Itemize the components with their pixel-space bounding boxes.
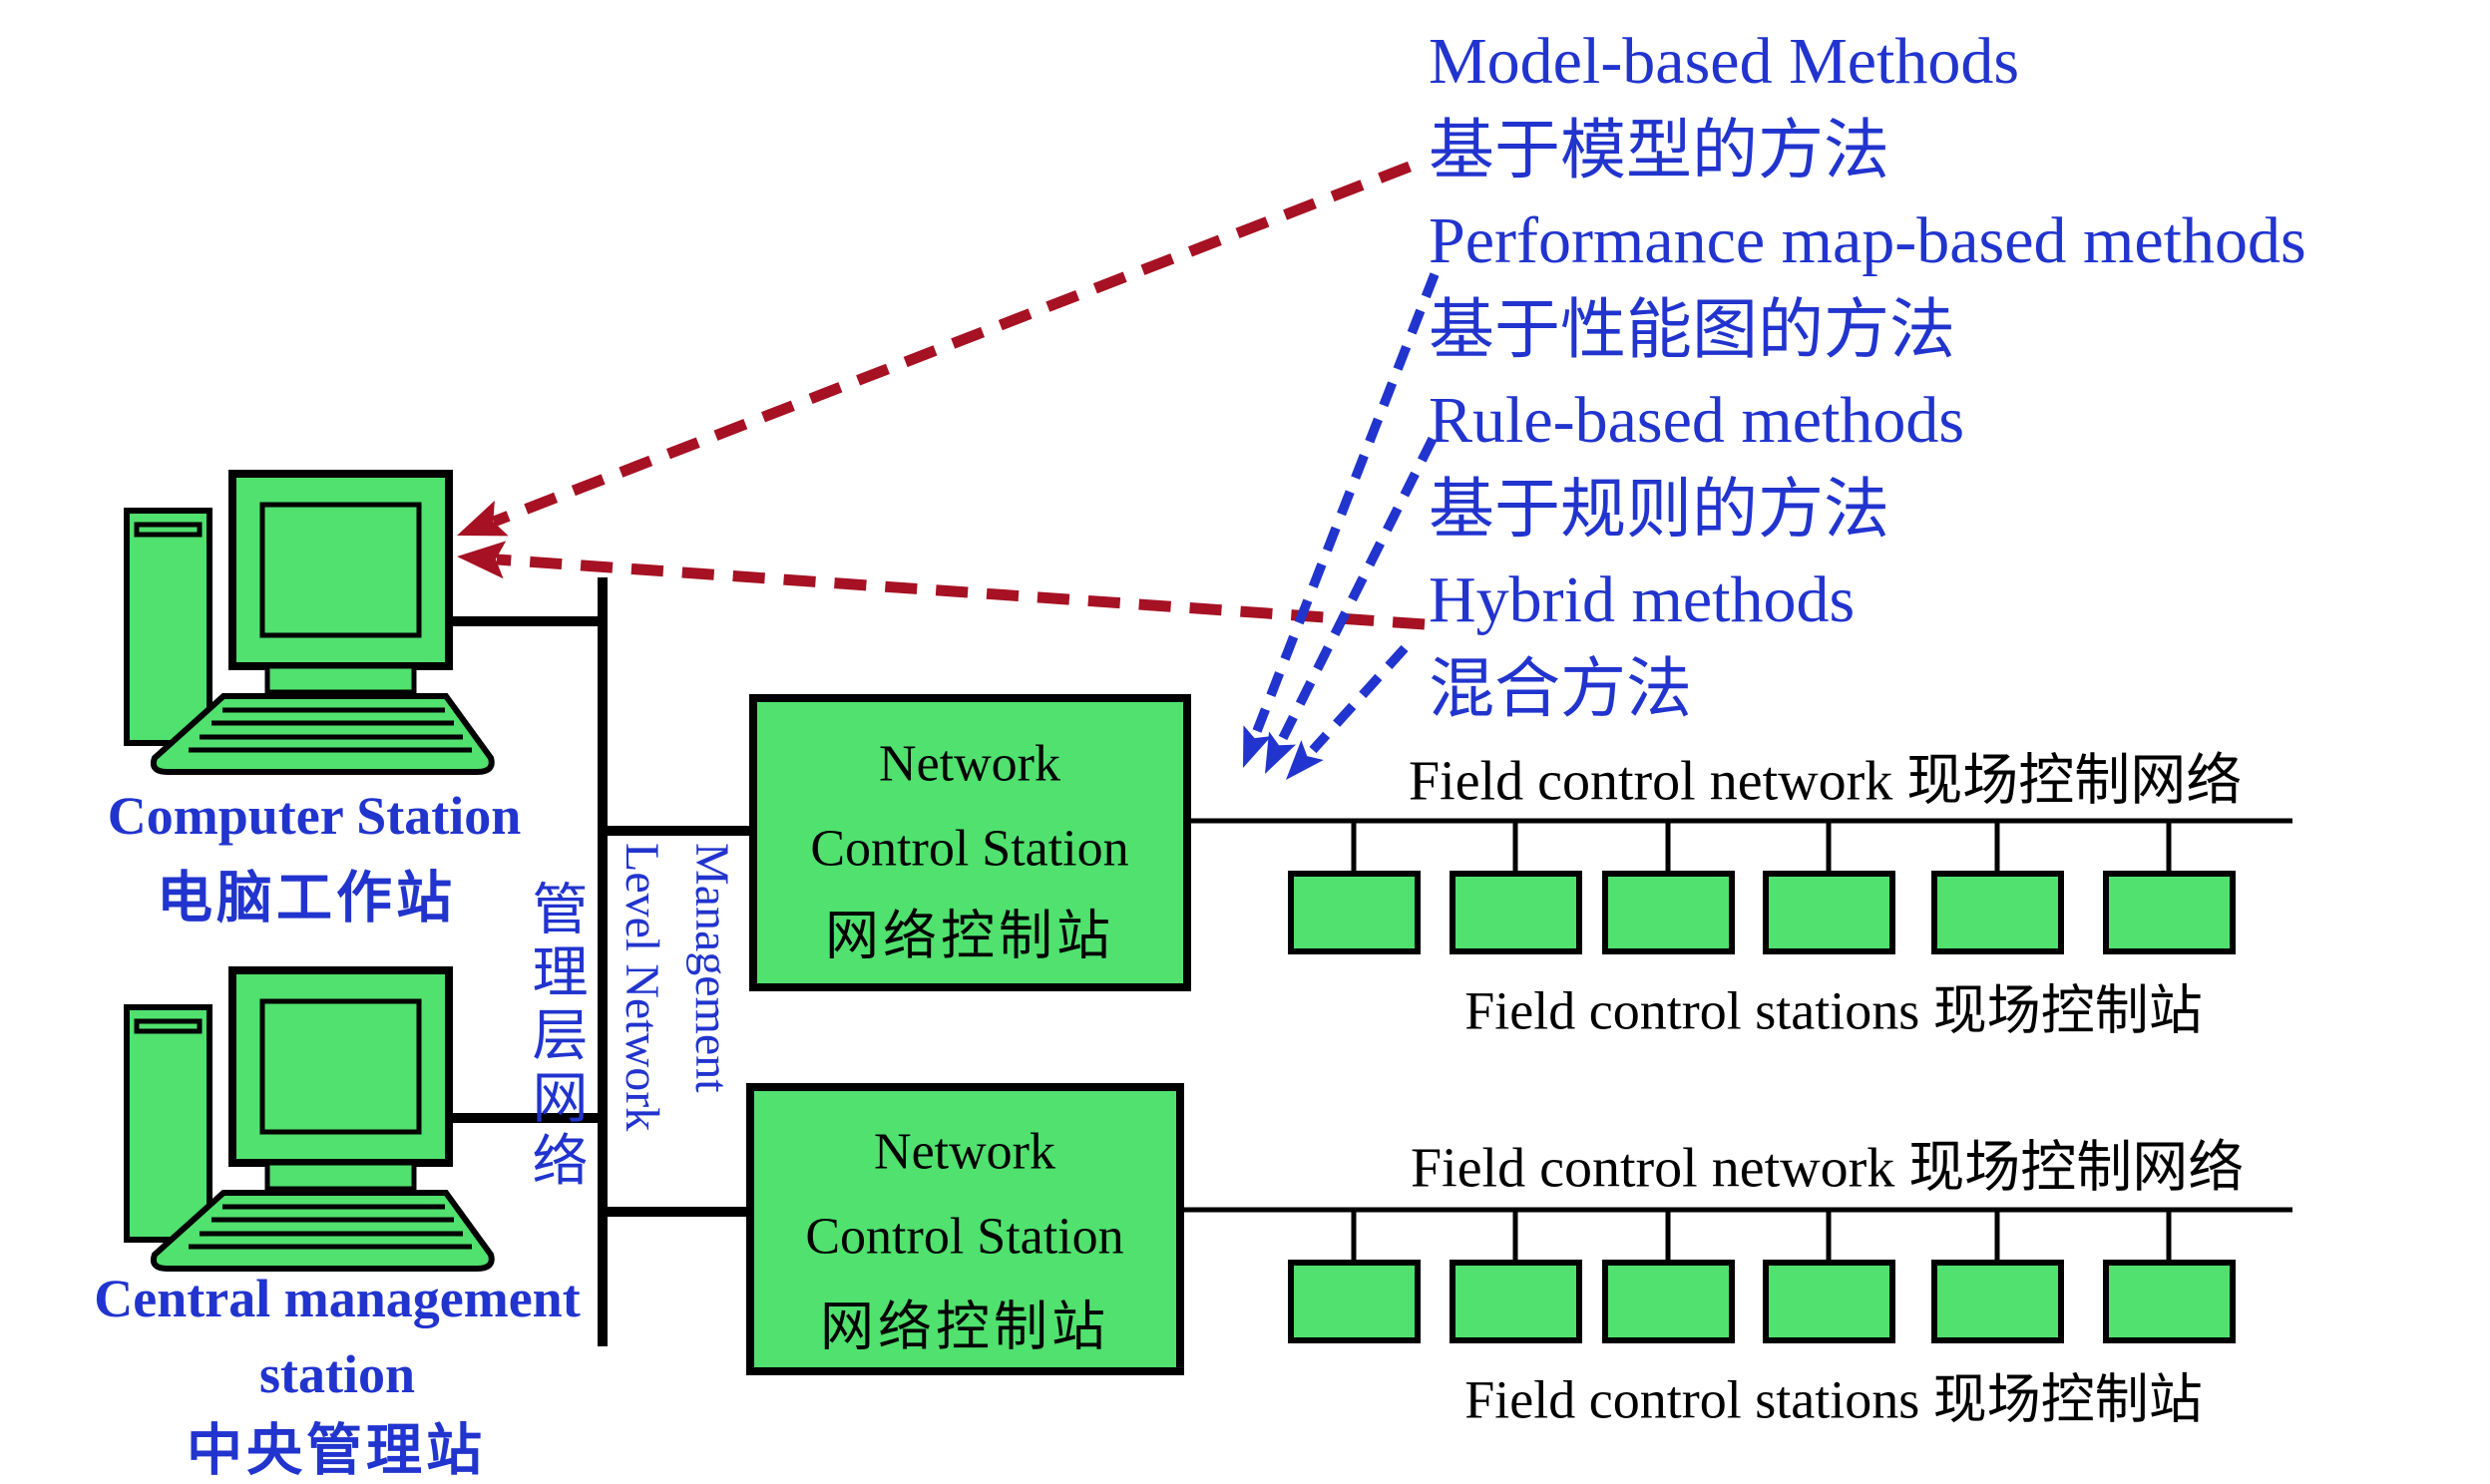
arrow-hybrid-methods-to-computer bbox=[457, 541, 1426, 630]
computer-station-label-en: Computer Station bbox=[107, 786, 522, 846]
field-station-box bbox=[1602, 871, 1735, 954]
monitor-stand bbox=[264, 663, 417, 695]
method-line-hybrid-zh: 混合方法 bbox=[1429, 653, 1692, 726]
ncs2-box bbox=[746, 1083, 1184, 1375]
management-network-label-zh: 管理层网络 bbox=[524, 880, 586, 1194]
field-station-box bbox=[1763, 1260, 1895, 1343]
ncs2-line2: Control Station bbox=[805, 1208, 1124, 1266]
arrowhead bbox=[1286, 740, 1324, 780]
field-network-title-row2: Field control network 现场控制网络 bbox=[1411, 1137, 2245, 1200]
keyboard bbox=[150, 693, 495, 775]
central-management-label-zh: 中央管理站 bbox=[187, 1420, 486, 1483]
management-network-label-en-line2: Level Network bbox=[616, 843, 668, 1132]
method-line-perf-map-zh: 基于性能图的方法 bbox=[1429, 294, 1955, 367]
arrowhead bbox=[457, 541, 507, 579]
field-network-row1 bbox=[1187, 818, 2292, 954]
ncs2-line3: 网络控制站 bbox=[820, 1297, 1109, 1357]
field-network-row2 bbox=[1180, 1207, 2292, 1343]
arrowhead bbox=[1265, 731, 1297, 774]
ncs2-line1: Network bbox=[874, 1123, 1055, 1181]
arrow-model-methods-to-computer bbox=[457, 161, 1412, 537]
field-station-box bbox=[2103, 1260, 2236, 1343]
screen bbox=[259, 502, 422, 638]
tower-slot bbox=[134, 522, 203, 538]
field-network-title-row1: Field control network 现场控制网络 bbox=[1409, 750, 2243, 813]
field-station-box bbox=[1931, 1260, 2064, 1343]
ncs1-line3: 网络控制站 bbox=[825, 906, 1114, 966]
method-line-perf-map-en: Performance map-based methods bbox=[1429, 204, 2306, 277]
management-network-label-en-line1: Management bbox=[685, 843, 738, 1093]
management-network-label-en: Management Level Network bbox=[607, 843, 746, 1131]
field-stations-label-row2: Field control stations 现场控制站 bbox=[1464, 1369, 2203, 1430]
field-station-box bbox=[1288, 1260, 1421, 1343]
arrow-rule-based-to-field-network bbox=[1265, 436, 1438, 774]
method-line-rule-based-en: Rule-based methods bbox=[1429, 384, 1965, 457]
ncs1-box bbox=[749, 694, 1191, 991]
central-management-label-line2: station bbox=[258, 1344, 416, 1404]
tower bbox=[124, 508, 212, 746]
field-station-box bbox=[1450, 871, 1582, 954]
arrow-hybrid-to-field-network bbox=[1286, 644, 1409, 780]
computer-station-label-zh: 电脑工作站 bbox=[157, 868, 456, 930]
field-station-box bbox=[1450, 1260, 1582, 1343]
ncs1-line2: Control Station bbox=[810, 820, 1129, 878]
field-station-box bbox=[1602, 1260, 1735, 1343]
computer-icon-2 bbox=[127, 970, 492, 1269]
method-line-rule-based-zh: 基于规则的方法 bbox=[1429, 474, 1889, 547]
central-management-label-line1: Central management bbox=[94, 1269, 581, 1328]
field-station-box bbox=[1763, 871, 1895, 954]
method-line-model-based-zh: 基于模型的方法 bbox=[1429, 115, 1889, 187]
arrowhead bbox=[1243, 725, 1272, 768]
ncs1-line1: Network bbox=[879, 735, 1060, 793]
arrow-performance-map-to-field-network bbox=[1243, 272, 1440, 768]
field-stations-label-row1: Field control stations 现场控制站 bbox=[1464, 980, 2203, 1041]
management-network-bus bbox=[449, 577, 755, 1346]
field-station-box bbox=[1288, 871, 1421, 954]
method-line-hybrid-en: Hybrid methods bbox=[1429, 563, 1856, 636]
computer-icon bbox=[124, 470, 495, 775]
field-station-box bbox=[2103, 871, 2236, 954]
arrowhead bbox=[457, 500, 509, 537]
field-station-box bbox=[1931, 871, 2064, 954]
method-line-model-based-en: Model-based Methods bbox=[1429, 25, 2020, 98]
